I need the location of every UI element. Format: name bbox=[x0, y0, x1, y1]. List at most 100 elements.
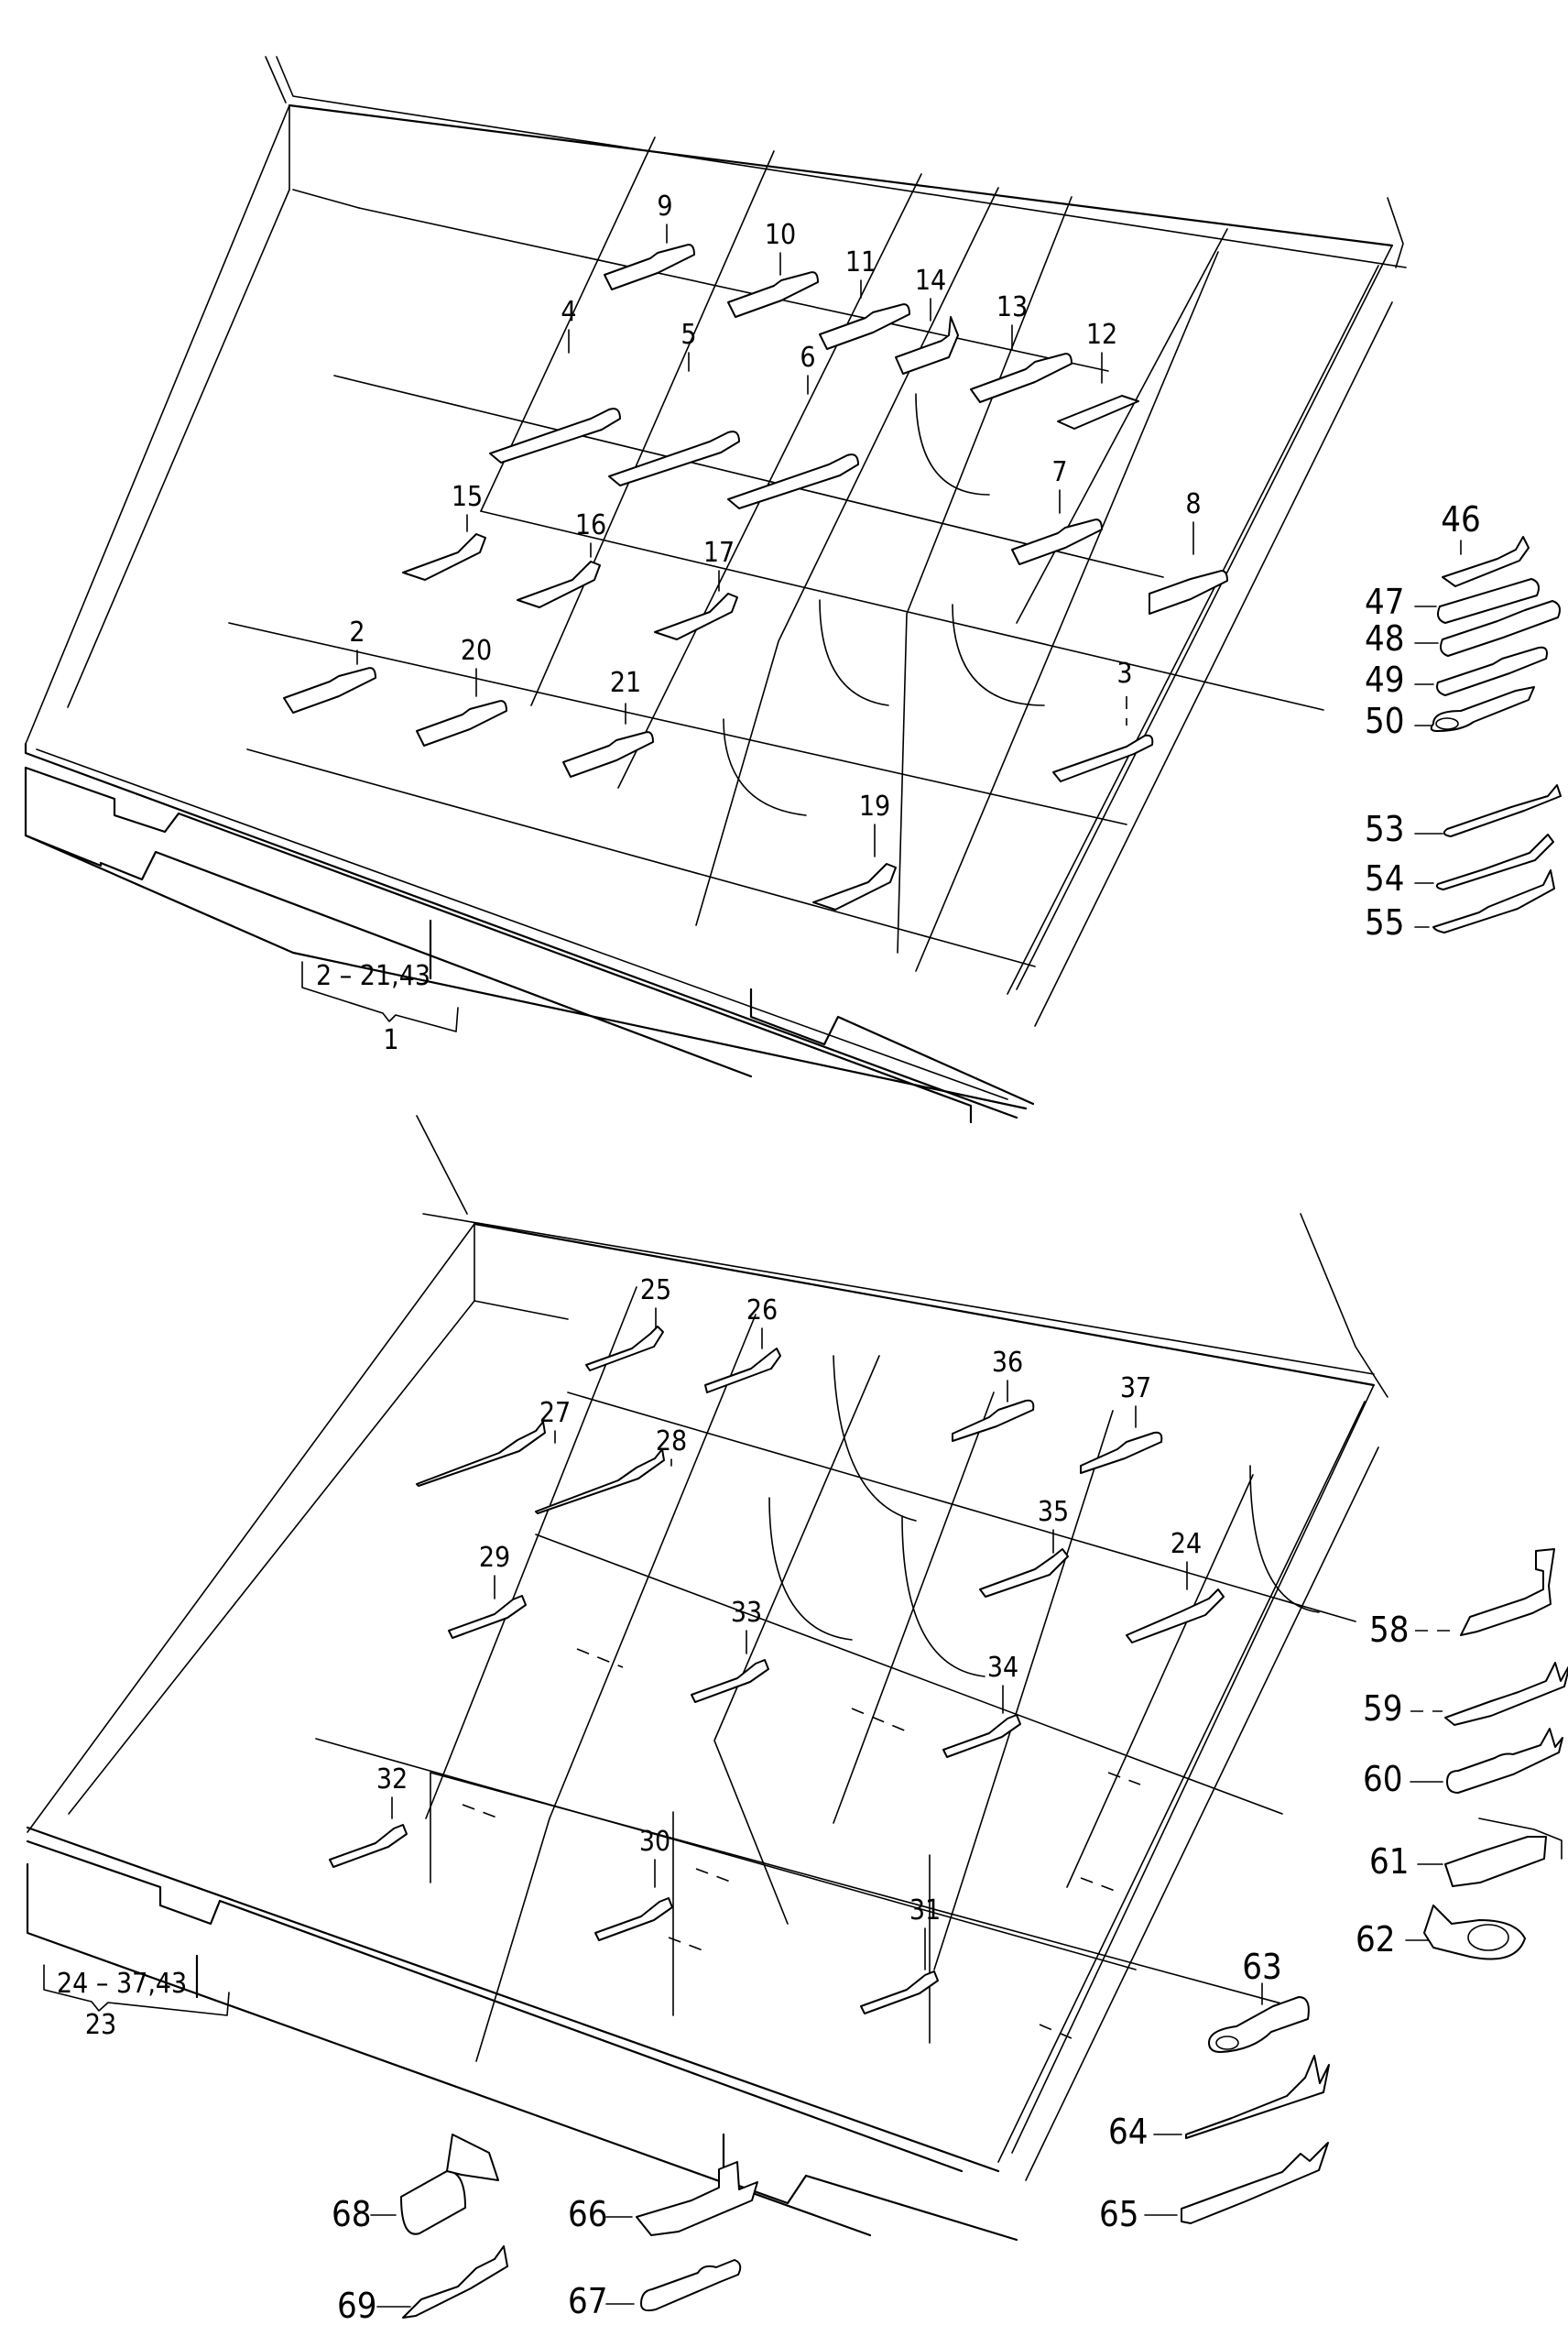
callout-28: 28 bbox=[535, 1425, 687, 1514]
part-49: 49 bbox=[1365, 646, 1548, 700]
callout-label: 35 bbox=[1038, 1496, 1069, 1528]
callout-label: 65 bbox=[1099, 2194, 1139, 2234]
callout-label: 8 bbox=[1185, 488, 1201, 520]
callout-25: 25 bbox=[585, 1274, 671, 1371]
callout-label: 2 bbox=[349, 617, 365, 649]
upper-right-wall-3 bbox=[1034, 301, 1393, 1027]
callout-label: 19 bbox=[859, 791, 890, 823]
callout-label: 25 bbox=[640, 1274, 671, 1306]
callout-6: 6 bbox=[727, 342, 859, 509]
callout-label: 47 bbox=[1365, 582, 1405, 622]
callout-label: 14 bbox=[915, 265, 946, 297]
callout-label: 48 bbox=[1365, 618, 1405, 659]
callout-label: 60 bbox=[1363, 1759, 1403, 1799]
upper-parent-label: 1 bbox=[383, 1024, 398, 1056]
lower-inner-back bbox=[474, 1300, 569, 1320]
part-47: 47 bbox=[1365, 578, 1540, 624]
part-58: 58 bbox=[1369, 1548, 1555, 1650]
callout-label: 16 bbox=[575, 509, 606, 541]
callout-label: 21 bbox=[610, 667, 641, 699]
lower-loose-parts: 58 59 60 61 62 63 64 65 66 67 68 69 bbox=[332, 1548, 1568, 2326]
upper-right-wall-1 bbox=[1016, 245, 1393, 990]
callout-label: 26 bbox=[746, 1294, 778, 1326]
lower-left-wall-inner bbox=[68, 1300, 475, 1815]
callout-21: 21 bbox=[562, 667, 654, 778]
callout-label: 34 bbox=[987, 1652, 1018, 1684]
lower-back-rim bbox=[473, 1222, 1376, 1387]
lower-front-rim bbox=[26, 1826, 1000, 2173]
lower-right-wall-1 bbox=[1011, 1384, 1375, 2154]
callout-12: 12 bbox=[1057, 319, 1139, 430]
callout-label: 68 bbox=[332, 2194, 372, 2234]
callout-label: 55 bbox=[1365, 902, 1405, 943]
upper-front-rim-inner bbox=[36, 748, 1008, 1100]
callout-31: 31 bbox=[860, 1894, 941, 2014]
lower-assembly-reference: 24 – 37,43 23 bbox=[43, 1954, 230, 2041]
part-62: 62 bbox=[1356, 1905, 1526, 1960]
callout-26: 26 bbox=[704, 1294, 781, 1393]
upper-loose-parts: 46 47 48 49 50 53 54 55 bbox=[1365, 499, 1562, 943]
lower-tray-callouts: 25 26 36 37 27 28 35 24 29 33 34 32 30 3… bbox=[329, 1274, 1225, 2014]
callout-27: 27 bbox=[416, 1397, 571, 1487]
callout-label: 49 bbox=[1365, 660, 1405, 700]
lower-lid-edge-left bbox=[416, 1115, 468, 1215]
callout-20: 20 bbox=[416, 635, 507, 747]
upper-bracket bbox=[301, 961, 459, 1032]
callout-label: 64 bbox=[1108, 2112, 1149, 2152]
upper-front-lip bbox=[24, 766, 973, 1124]
part-66: 66 bbox=[568, 2161, 758, 2236]
part-63: 63 bbox=[1208, 1947, 1310, 2053]
callout-label: 5 bbox=[681, 319, 696, 351]
lower-right-wall-3 bbox=[1025, 1446, 1379, 2181]
callout-2: 2 bbox=[283, 617, 376, 714]
callout-label: 12 bbox=[1086, 319, 1117, 351]
part-60: 60 bbox=[1363, 1728, 1563, 1799]
callout-label: 27 bbox=[539, 1397, 571, 1429]
lower-front-lip bbox=[26, 1839, 964, 2173]
callout-33: 33 bbox=[691, 1597, 769, 1703]
part-61: 61 bbox=[1369, 1817, 1563, 1887]
callout-label: 30 bbox=[639, 1826, 670, 1858]
callout-label: 62 bbox=[1356, 1919, 1396, 1959]
callout-9: 9 bbox=[604, 191, 695, 290]
callout-label: 6 bbox=[800, 342, 815, 374]
upper-lid-edge-left bbox=[265, 56, 287, 104]
upper-left-wall-inner bbox=[67, 189, 290, 708]
callout-label: 10 bbox=[765, 219, 796, 251]
callout-label: 15 bbox=[452, 481, 483, 513]
callout-3: 3 bbox=[1052, 658, 1154, 782]
callout-label: 67 bbox=[568, 2281, 608, 2321]
part-50: 50 bbox=[1365, 686, 1535, 741]
lower-front-notch-right bbox=[722, 2133, 1018, 2242]
callout-label: 20 bbox=[461, 635, 492, 667]
callout-8: 8 bbox=[1149, 488, 1228, 615]
lower-lid-edge-right bbox=[1300, 1213, 1388, 1398]
upper-base-2 bbox=[291, 951, 1028, 1110]
callout-16: 16 bbox=[517, 509, 606, 608]
callout-label: 61 bbox=[1369, 1841, 1410, 1882]
callout-17: 17 bbox=[654, 537, 738, 640]
callout-30: 30 bbox=[594, 1826, 673, 1941]
upper-range-label: 2 – 21,43 bbox=[316, 960, 430, 992]
callout-label: 54 bbox=[1365, 858, 1405, 899]
callout-5: 5 bbox=[608, 319, 740, 486]
part-55: 55 bbox=[1365, 869, 1555, 943]
upper-front-notch-right bbox=[749, 988, 1035, 1106]
part-46: 46 bbox=[1441, 499, 1530, 587]
callout-label: 32 bbox=[376, 1763, 408, 1796]
callout-10: 10 bbox=[727, 219, 819, 318]
callout-35: 35 bbox=[979, 1496, 1069, 1598]
lower-parent-label: 23 bbox=[85, 2009, 116, 2041]
callout-36: 36 bbox=[952, 1347, 1035, 1442]
lower-compartment-grid bbox=[315, 1286, 1356, 2062]
upper-compartment-grid bbox=[228, 136, 1324, 972]
callout-11: 11 bbox=[819, 246, 910, 350]
callout-24: 24 bbox=[1126, 1528, 1225, 1643]
lower-lid-top bbox=[422, 1213, 1375, 1375]
callout-label: 33 bbox=[731, 1597, 762, 1629]
lower-range-label: 24 – 37,43 bbox=[57, 1968, 187, 2000]
upper-assembly-reference: 2 – 21,43 1 bbox=[301, 919, 459, 1056]
upper-back-rim bbox=[288, 104, 1394, 247]
